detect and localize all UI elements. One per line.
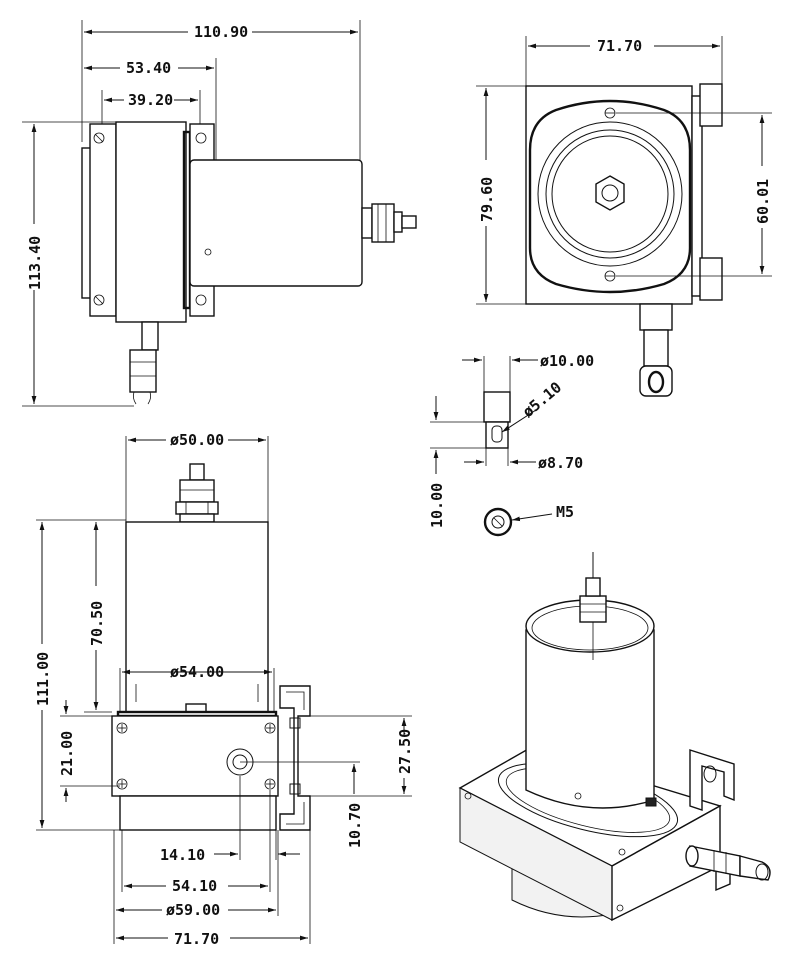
side-view: 110.90 53.40 39.20 113.40 [22,20,417,407]
dim-front-bracket-height: 27.50 [396,729,414,774]
dim-side-mid-width: 53.40 [126,59,171,77]
dim-front-total-width: 71.70 [174,930,219,948]
clip-detail: ø10.00 ø5.10 ø8.70 10.00 M5 [428,352,594,537]
dim-side-height: 113.40 [26,236,44,290]
dim-clip-dia-bottom: ø8.70 [538,454,583,472]
dim-front-can-height: 70.50 [88,601,106,646]
dim-end-width: 71.70 [597,37,642,55]
dim-clip-dia-hole: ø5.10 [519,378,565,421]
dim-clip-dia-top: ø10.00 [540,352,594,370]
dim-front-flange-dia: ø54.00 [170,663,224,681]
dim-front-outlet-height: 10.70 [346,803,364,848]
end-view: 71.70 79.60 60.01 [476,36,772,397]
dim-front-base-height: 21.00 [58,731,76,776]
dim-side-inner-width: 39.20 [128,91,173,109]
front-view: ø50.00 70.50 111.00 ø54.00 21.00 27.50 1… [34,431,414,948]
dim-end-height: 79.60 [478,177,496,222]
dim-front-base-dia: ø59.00 [166,901,220,919]
dim-side-total-width: 110.90 [194,23,248,41]
dim-front-outlet-offset: 14.10 [160,846,205,864]
dim-front-total-height: 111.00 [34,652,52,706]
dim-end-hole-spacing: 60.01 [754,179,772,224]
dim-clip-length: 10.00 [428,483,446,528]
label-thread: M5 [556,503,574,521]
isometric-view [458,552,771,922]
dim-front-hole-spacing: 54.10 [172,877,217,895]
dim-front-can-dia: ø50.00 [170,431,224,449]
